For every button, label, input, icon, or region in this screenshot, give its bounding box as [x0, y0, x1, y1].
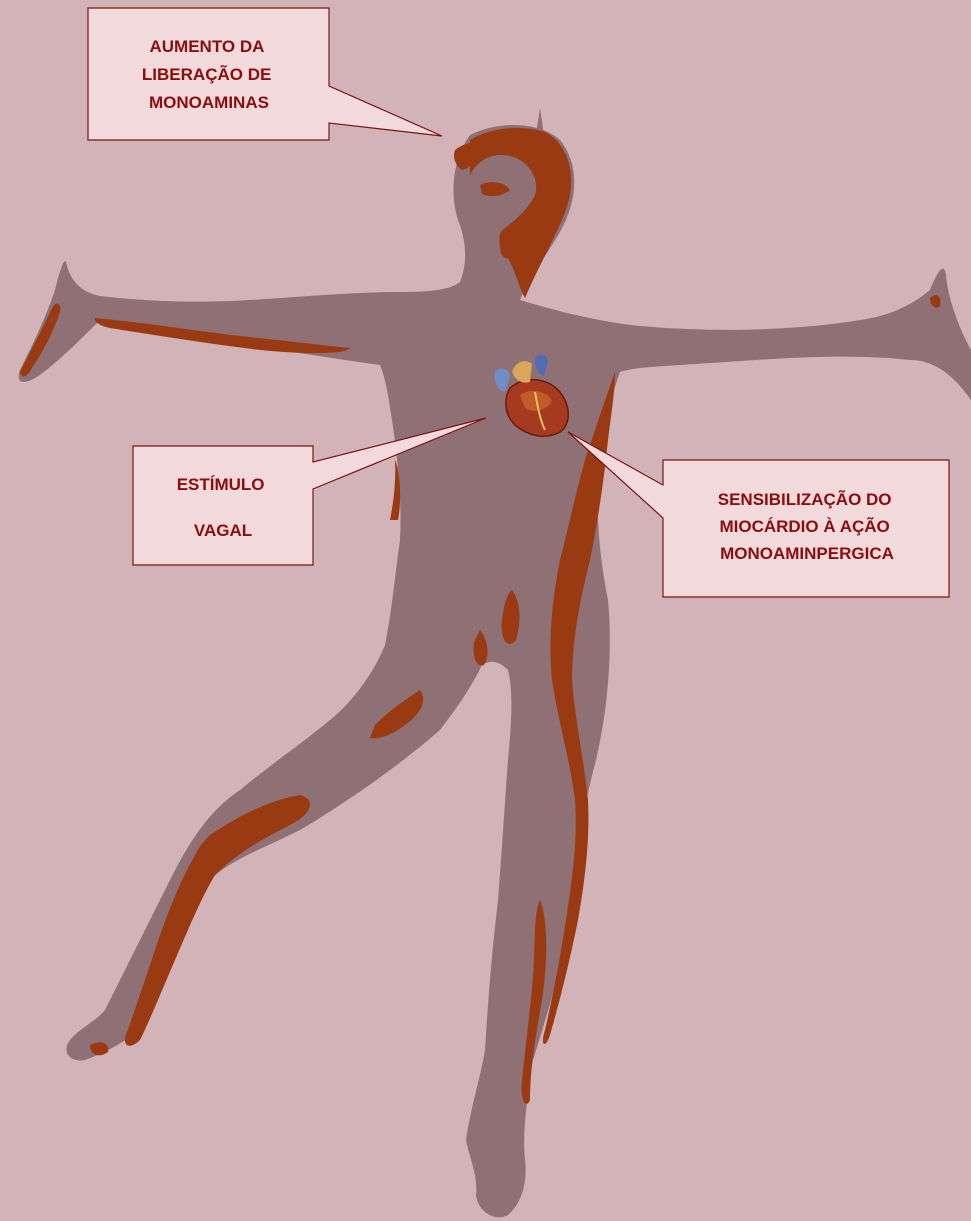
human-figure-icon — [19, 108, 971, 1217]
callout-myocardium-line-3: MONOAMINPERGICA — [720, 544, 894, 563]
callout-myocardium-line-1: SENSIBILIZAÇÃO DO — [718, 489, 892, 509]
callout-vagal-line-1: ESTÍMULO — [177, 475, 265, 494]
svg-text:AUMENTO DA LIBERAÇÃO DE: AUMENTO DA LIBERAÇÃO DE MONOAMINAS — [142, 37, 276, 112]
callout-monoamines: AUMENTO DA LIBERAÇÃO DE MONOAMINAS — [88, 8, 442, 140]
callout-myocardium: SENSIBILIZAÇÃO DO MIOCÁRDIO À AÇÃO MONOA… — [568, 432, 949, 597]
callout-monoamines-line-3: MONOAMINAS — [149, 93, 269, 112]
callout-myocardium-line-2: MIOCÁRDIO À AÇÃO — [719, 516, 889, 536]
callout-monoamines-line-2: LIBERAÇÃO DE — [142, 64, 271, 84]
callout-monoamines-line-1: AUMENTO DA — [149, 37, 264, 56]
callout-vagal-line-2: VAGAL — [194, 521, 252, 540]
svg-text:SENSIBILIZAÇÃO DO MIOCÁR: SENSIBILIZAÇÃO DO MIOCÁRDIO À AÇÃO MONOA… — [718, 489, 897, 563]
